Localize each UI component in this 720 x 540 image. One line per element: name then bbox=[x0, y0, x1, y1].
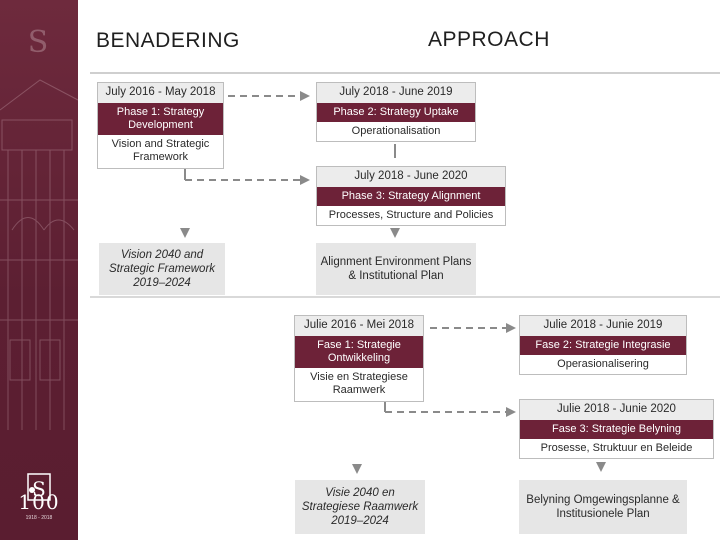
phase1-title-af: Fase 1: Strategie Ontwikkeling bbox=[295, 335, 423, 369]
phase2-card-en: July 2018 - June 2019 Phase 2: Strategy … bbox=[316, 82, 476, 143]
centenary-caption: 1918 - 2018 bbox=[25, 515, 53, 521]
phase3-desc-en: Processes, Structure and Policies bbox=[328, 208, 494, 221]
phase3-title-en: Phase 3: Strategy Alignment bbox=[317, 186, 505, 206]
phase2-title-en: Phase 2: Strategy Uptake bbox=[317, 102, 475, 122]
outcome-alignment-en: Alignment Environment Plans & Institutio… bbox=[316, 243, 476, 295]
phase3-date-af: Julie 2018 - Junie 2020 bbox=[520, 400, 713, 420]
phase3-card-en: July 2018 - June 2020 Phase 3: Strategy … bbox=[316, 166, 506, 227]
university-logo-icon: S bbox=[27, 473, 51, 501]
outcome-vision-af: Visie 2040 en Strategiese Raamwerk 2019–… bbox=[295, 480, 425, 534]
phase3-date-en: July 2018 - June 2020 bbox=[317, 167, 505, 187]
phase1-desc-af: Visie en Strategiese Raamwerk bbox=[310, 371, 408, 397]
phase3-desc-af: Prosesse, Struktuur en Beleide bbox=[540, 441, 693, 454]
phase2-card-af: Julie 2018 - Junie 2019 Fase 2: Strategi… bbox=[519, 315, 687, 376]
svg-text:S: S bbox=[32, 477, 46, 501]
svg-text:S: S bbox=[28, 25, 49, 60]
phase3-title-af: Fase 3: Strategie Belyning bbox=[520, 419, 713, 439]
phase2-date-af: Julie 2018 - Junie 2019 bbox=[520, 316, 686, 336]
phase2-date-en: July 2018 - June 2019 bbox=[317, 83, 475, 103]
heading-benadering: BENADERING bbox=[96, 29, 240, 52]
sidebar-banner: S S 100 1918 - 2018 bbox=[0, 0, 78, 540]
outcome-vision-en: Vision 2040 and Strategic Framework 2019… bbox=[99, 243, 225, 295]
phase1-date-en: July 2016 - May 2018 bbox=[98, 83, 223, 103]
heading-approach: APPROACH bbox=[428, 28, 550, 51]
phase3-card-af: Julie 2018 - Junie 2020 Fase 3: Strategi… bbox=[519, 399, 714, 460]
outcome-alignment-af: Belyning Omgewingsplanne & Institusionel… bbox=[519, 480, 687, 534]
phase2-desc-af: Operasionalisering bbox=[557, 357, 649, 370]
phase2-desc-en: Operationalisation bbox=[351, 124, 441, 137]
top-divider bbox=[90, 72, 720, 74]
phase1-card-en: July 2016 - May 2018 Phase 1: Strategy D… bbox=[97, 82, 224, 169]
phase1-date-af: Julie 2016 - Mei 2018 bbox=[295, 316, 423, 336]
phase1-card-af: Julie 2016 - Mei 2018 Fase 1: Strategie … bbox=[294, 315, 424, 402]
centenary-number: 100 bbox=[18, 490, 60, 514]
phase1-desc-en: Vision and Strategic Framework bbox=[111, 138, 210, 164]
phase1-title-en: Phase 1: Strategy Development bbox=[98, 102, 223, 136]
building-illustration: S bbox=[0, 25, 78, 430]
middle-divider bbox=[90, 296, 720, 298]
phase2-title-af: Fase 2: Strategie Integrasie bbox=[520, 335, 686, 355]
